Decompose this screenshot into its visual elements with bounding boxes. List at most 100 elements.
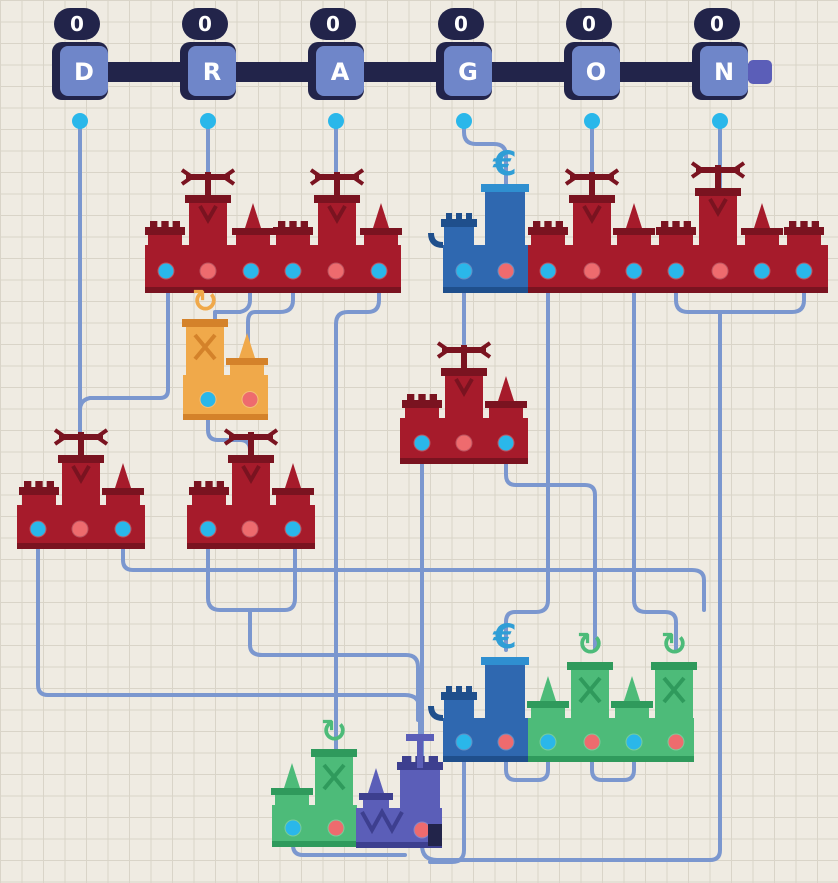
merlon	[205, 481, 212, 488]
cyan-port[interactable]	[755, 264, 770, 279]
cyan-port[interactable]	[627, 735, 642, 750]
cyan-port[interactable]	[201, 522, 216, 537]
output-port[interactable]	[328, 113, 344, 129]
letter-node-n[interactable]: N0	[692, 8, 748, 129]
red-port[interactable]	[669, 735, 684, 750]
red-port[interactable]	[243, 392, 258, 407]
merlon	[661, 221, 668, 228]
green-rotate-block-bottom[interactable]: ↻	[271, 712, 357, 847]
block-base	[272, 841, 357, 847]
red-castle-block-middle[interactable]	[400, 343, 528, 464]
red-port[interactable]	[243, 522, 258, 537]
green-rotate-block-right[interactable]: ↻↻	[527, 625, 697, 762]
merlon	[194, 481, 201, 488]
letter-node-d[interactable]: D0	[52, 8, 108, 129]
red-port[interactable]	[499, 264, 514, 279]
red-castle-block-top-left[interactable]	[145, 170, 402, 293]
cyan-port[interactable]	[244, 264, 259, 279]
rotate-icon: ↻	[192, 282, 219, 320]
merlon	[789, 221, 796, 228]
cyan-port[interactable]	[541, 264, 556, 279]
cyan-port[interactable]	[286, 522, 301, 537]
tower-cap	[314, 195, 360, 203]
letter-label: O	[586, 58, 606, 86]
red-port[interactable]	[585, 735, 600, 750]
merlon	[430, 394, 437, 401]
orange-rotate-block[interactable]: ↻	[182, 282, 268, 420]
red-port[interactable]	[585, 264, 600, 279]
cyan-port[interactable]	[499, 436, 514, 451]
tower-cap	[311, 749, 357, 757]
rod-end-cap	[748, 60, 772, 84]
red-port[interactable]	[415, 823, 430, 838]
output-port[interactable]	[456, 113, 472, 129]
tower-cap	[567, 662, 613, 670]
tower-cap	[784, 227, 824, 235]
cyan-port[interactable]	[286, 821, 301, 836]
letter-node-a[interactable]: A0	[308, 8, 364, 129]
tower-cap	[485, 401, 527, 408]
cyan-port[interactable]	[31, 522, 46, 537]
letter-count: 0	[710, 12, 724, 36]
red-port[interactable]	[329, 264, 344, 279]
tower-cap	[481, 657, 529, 665]
merlon	[35, 481, 42, 488]
red-port[interactable]	[713, 264, 728, 279]
wire	[336, 272, 379, 690]
cyan-port[interactable]	[457, 264, 472, 279]
block-base	[443, 287, 528, 293]
tower	[400, 768, 440, 808]
merlon	[466, 686, 472, 693]
cyan-port[interactable]	[159, 264, 174, 279]
block-base	[17, 543, 145, 549]
red-port[interactable]	[457, 436, 472, 451]
cyan-port[interactable]	[457, 735, 472, 750]
output-port[interactable]	[584, 113, 600, 129]
cyan-port[interactable]	[116, 522, 131, 537]
blue-euro-block-top[interactable]: €	[441, 144, 529, 293]
tower-cap	[102, 488, 144, 495]
cyan-port[interactable]	[797, 264, 812, 279]
letter-node-g[interactable]: G0	[436, 8, 492, 129]
merlon	[429, 756, 438, 763]
red-castle-block-top-right[interactable]	[528, 163, 828, 293]
block-base	[183, 414, 268, 420]
output-port[interactable]	[200, 113, 216, 129]
merlon	[446, 213, 452, 220]
red-port[interactable]	[201, 264, 216, 279]
block-body[interactable]	[145, 245, 401, 293]
letter-count: 0	[70, 12, 84, 36]
blue-euro-block-bottom[interactable]: €	[441, 617, 529, 762]
output-port[interactable]	[712, 113, 728, 129]
tower	[699, 193, 737, 245]
cyan-port[interactable]	[541, 735, 556, 750]
red-port[interactable]	[329, 821, 344, 836]
merlon	[456, 686, 462, 693]
cyan-port[interactable]	[372, 264, 387, 279]
tower-cap	[441, 368, 487, 376]
euro-icon: €	[492, 617, 517, 657]
valve-handle[interactable]	[406, 734, 434, 741]
red-castle-block-left[interactable]	[17, 430, 145, 549]
merlon	[684, 221, 691, 228]
wire	[634, 272, 676, 650]
tower-cap	[481, 184, 529, 192]
merlon	[217, 481, 224, 488]
spire	[245, 203, 261, 228]
letter-node-o[interactable]: O0	[564, 8, 620, 129]
cyan-port[interactable]	[627, 264, 642, 279]
red-port[interactable]	[499, 735, 514, 750]
block-base	[400, 458, 528, 464]
letter-node-r[interactable]: R0	[180, 8, 236, 129]
output-port[interactable]	[72, 113, 88, 129]
cyan-port[interactable]	[415, 436, 430, 451]
cyan-port[interactable]	[669, 264, 684, 279]
merlon	[289, 221, 296, 228]
merlon	[24, 481, 31, 488]
cyan-port[interactable]	[201, 392, 216, 407]
red-castle-block-center[interactable]	[187, 430, 315, 549]
cyan-port[interactable]	[286, 264, 301, 279]
merlon	[47, 481, 54, 488]
red-port[interactable]	[73, 522, 88, 537]
